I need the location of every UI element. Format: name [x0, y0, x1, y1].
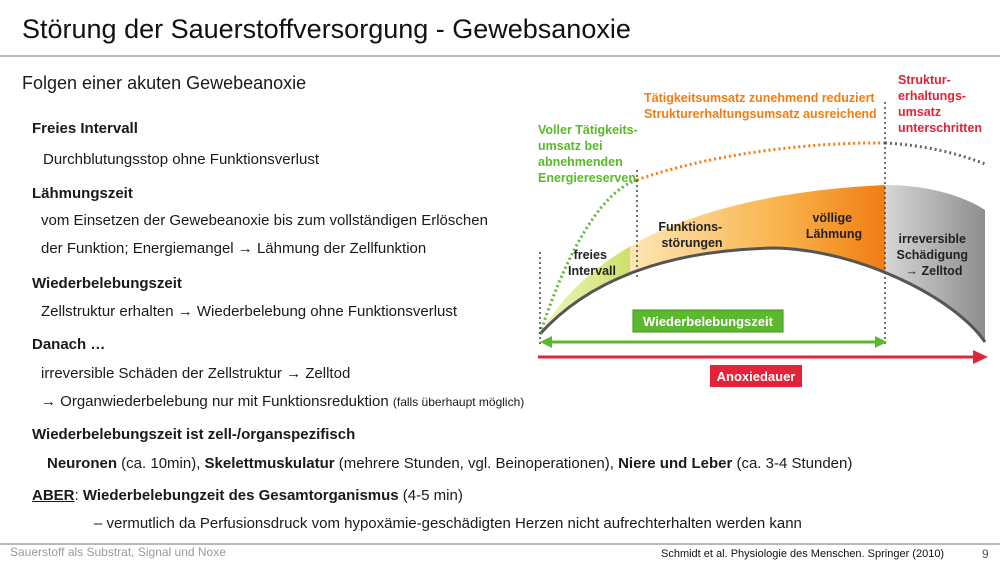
anoxiedauer-arrowhead: [973, 350, 988, 364]
text-perfusionsdruck: – vermutlich da Perfusionsdruck vom hypo…: [94, 515, 802, 532]
anoxiedauer-label: Anoxiedauer: [717, 369, 796, 384]
label-strukturerhaltung: Struktur- erhaltungs- umsatz unterschrit…: [898, 73, 982, 135]
text-wiederbelebungszeit: Zellstruktur erhalten → Wiederbelebung o…: [41, 303, 458, 320]
value-gesamtorganismus: (4-5 min): [398, 487, 463, 504]
section-heading-wiederbelebungszeit: Wiederbelebungszeit: [32, 275, 182, 292]
value-neuronen: (ca. 10min),: [117, 455, 205, 472]
page-number: 9: [982, 547, 989, 561]
wiederbelebungszeit-arrowhead-left: [540, 336, 552, 348]
section-heading-organspezifisch: Wiederbelebungszeit ist zell-/organspezi…: [32, 426, 356, 443]
text-freies-intervall: Durchblutungsstop ohne Funktionsverlust: [43, 151, 319, 168]
label-neuronen: Neuronen: [47, 455, 118, 472]
footer-divider: [0, 543, 1000, 545]
footer-course-title: Sauerstoff als Substrat, Signal und Noxe: [10, 545, 226, 559]
value-niere-leber: (ca. 3-4 Stunden): [732, 455, 853, 472]
value-skelettmuskulatur: (mehrere Stunden, vgl. Beinoperationen),: [334, 455, 619, 472]
text-laehmungszeit-line2: der Funktion; Energiemangel → Lähmung de…: [41, 240, 427, 257]
anoxia-diagram: Voller Tätigkeits- umsatz bei abnehmende…: [538, 73, 988, 387]
label-taetigkeitsumsatz: Tätigkeitsumsatz zunehmend reduziert Str…: [644, 91, 878, 121]
curve-lower: [538, 246, 987, 343]
anoxiedauer-box: [710, 365, 802, 387]
text-danach-line1: irreversible Schäden der Zellstruktur → …: [41, 365, 351, 382]
label-funktionsstoerungen: Funktions- störungen: [658, 220, 725, 250]
page-subtitle: Folgen einer akuten Gewebeanoxie: [22, 73, 307, 93]
label-voller-taetigkeitsumsatz: Voller Tätigkeits- umsatz bei abnehmende…: [538, 123, 641, 185]
text-aber: ABER: Wiederbelebungzeit des Gesamtorgan…: [32, 487, 463, 504]
section-heading-danach: Danach …: [32, 336, 106, 353]
wiederbelebungszeit-arrowhead-right: [875, 336, 887, 348]
curve-orange-dotted: [636, 141, 886, 182]
aber-colon: :: [74, 487, 83, 504]
label-aber: ABER: [32, 487, 75, 504]
section-heading-laehmungszeit: Lähmungszeit: [32, 185, 133, 202]
label-niere-leber: Niere und Leber: [618, 455, 733, 472]
wiederbelebungszeit-label: Wiederbelebungszeit: [643, 314, 774, 329]
page-title: Störung der Sauerstoffversorgung - Geweb…: [22, 14, 631, 44]
label-voellige-laehmung: völlige Lähmung: [806, 211, 862, 241]
footer-reference: Schmidt et al. Physiologie des Menschen.…: [661, 548, 945, 560]
note-falls-moeglich: (falls überhaupt möglich): [392, 395, 525, 409]
section-heading-freies-intervall: Freies Intervall: [32, 120, 138, 137]
wiederbelebungszeit-box: [632, 309, 784, 333]
text-organwiederbelebung: → Organwiederbelebung nur mit Funktionsr…: [41, 393, 389, 410]
title-divider: [0, 55, 1000, 57]
label-gesamtorganismus: Wiederbelebungzeit des Gesamtorganismus: [82, 487, 399, 504]
label-freies-intervall: freies Intervall: [568, 248, 616, 278]
text-laehmungszeit-line1: vom Einsetzen der Gewebeanoxie bis zum v…: [41, 212, 488, 229]
text-organspezifisch: Neuronen (ca. 10min), Skelettmuskulatur …: [47, 455, 852, 472]
label-skelettmuskulatur: Skelettmuskulatur: [204, 455, 335, 472]
text-danach-line2: → Organwiederbelebung nur mit Funktionsr…: [41, 393, 524, 410]
label-irreversible-schaedigung: irreversible Schädigung → Zelltod: [896, 232, 971, 278]
curve-gray-dotted: [884, 141, 986, 166]
